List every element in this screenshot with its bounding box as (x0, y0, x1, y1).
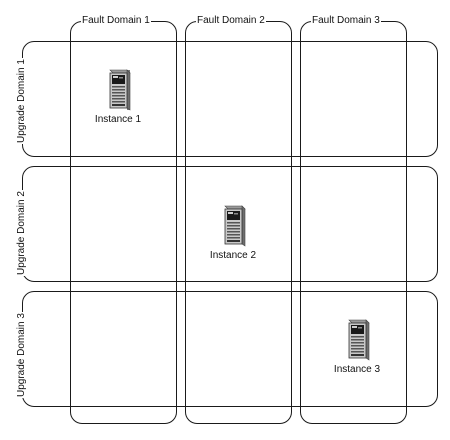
instance-1: Instance 1 (83, 68, 153, 125)
fault-domain-1-label: Fault Domain 1 (81, 15, 151, 27)
instance-2: Instance 2 (198, 204, 268, 261)
instance-3-label: Instance 3 (333, 364, 381, 375)
server-icon (322, 318, 392, 362)
instance-2-label: Instance 2 (209, 250, 257, 261)
server-icon (83, 68, 153, 112)
instance-3: Instance 3 (322, 318, 392, 375)
fault-domain-2-label: Fault Domain 2 (196, 15, 266, 27)
upgrade-domain-1-label: Upgrade Domain 1 (16, 58, 28, 144)
upgrade-domain-2-label: Upgrade Domain 2 (16, 190, 28, 276)
instance-1-label: Instance 1 (94, 114, 142, 125)
upgrade-domain-3-label: Upgrade Domain 3 (16, 312, 28, 398)
fault-domain-3-label: Fault Domain 3 (311, 15, 381, 27)
server-icon (198, 204, 268, 248)
